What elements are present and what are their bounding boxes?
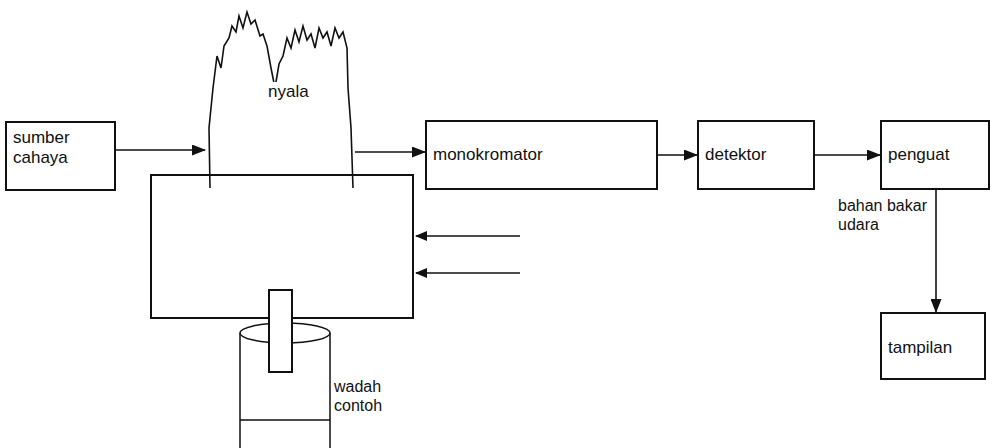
annotation-label: wadah contoh [334, 377, 404, 415]
signal-arrow [935, 190, 937, 312]
capillary-tube [269, 290, 292, 372]
signal-arrow [658, 154, 697, 156]
process-box: monokromator [425, 120, 658, 190]
box-label: detektor [705, 145, 807, 165]
box-label: monokromator [433, 145, 650, 165]
fuel-arrow [416, 235, 520, 237]
signal-arrow [116, 149, 205, 151]
box-label: penguat [888, 145, 982, 165]
signal-arrow [815, 154, 880, 156]
box-label: sumber cahaya [13, 128, 108, 168]
process-box: sumber cahaya [5, 121, 116, 191]
process-box: detektor [697, 120, 815, 190]
box-label: tampilan [888, 338, 978, 358]
liquid-level [240, 419, 330, 421]
flame-shape: nyala [205, 8, 355, 190]
signal-arrow [355, 151, 425, 153]
flame-label: nyala [267, 82, 310, 102]
annotation-label: bahan bakar udara [838, 196, 933, 234]
air-arrow [416, 272, 520, 274]
process-box: penguat [880, 120, 990, 190]
process-box: tampilan [880, 312, 986, 380]
